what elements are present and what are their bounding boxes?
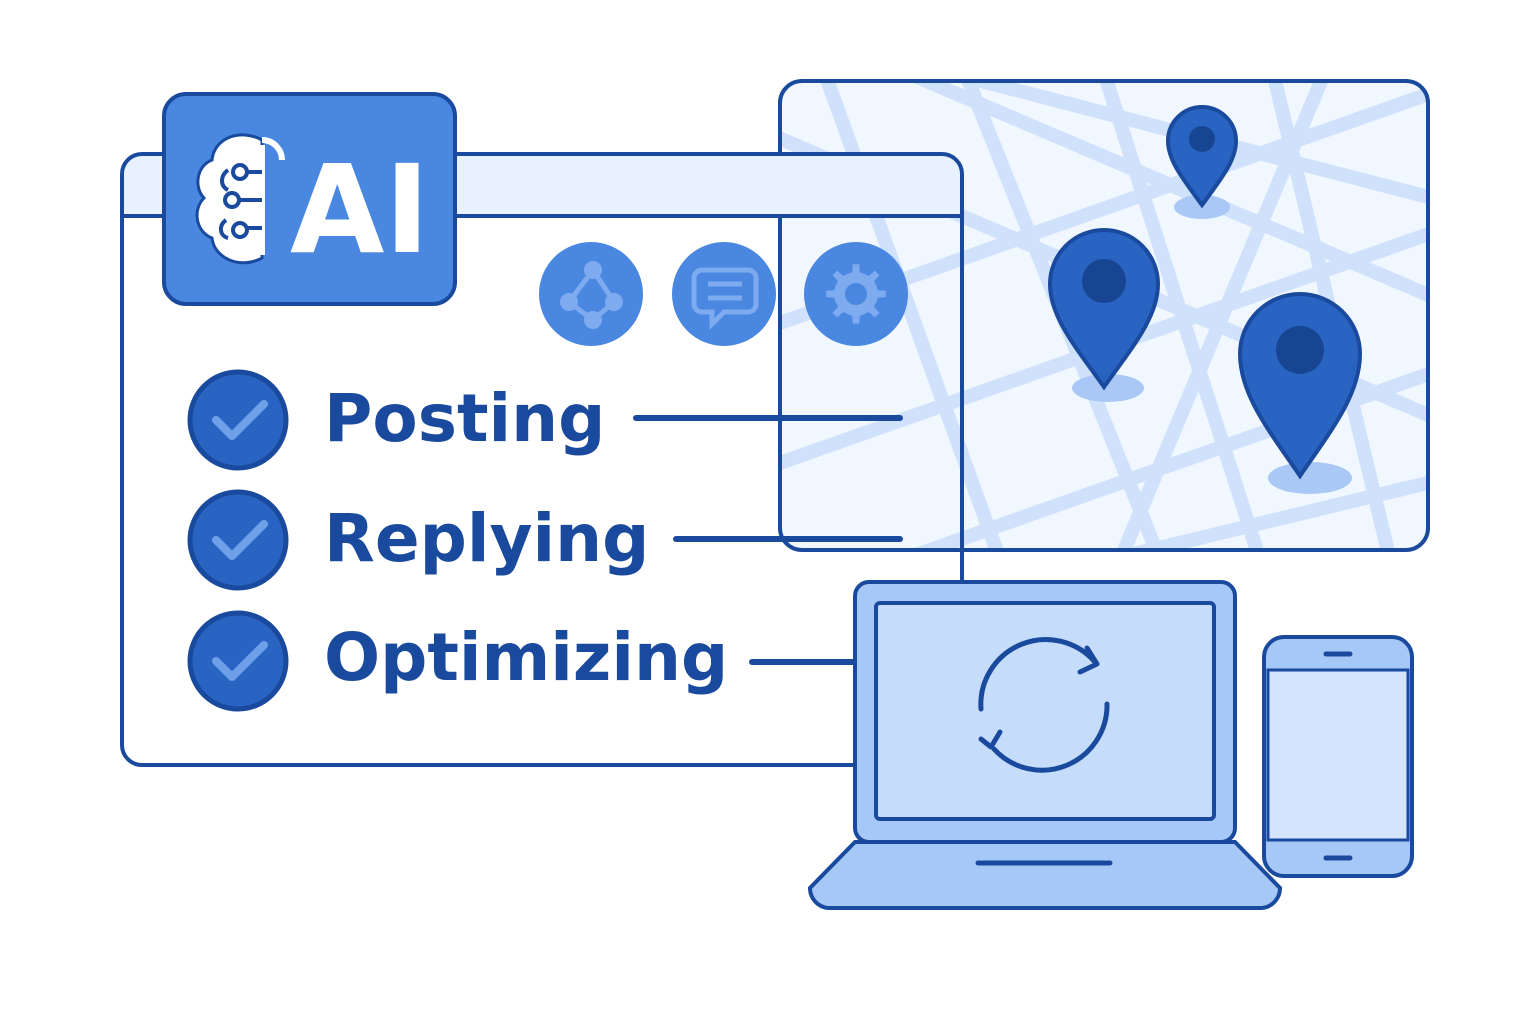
task-label: Posting (324, 380, 605, 457)
task-item: Optimizing (187, 610, 859, 712)
map-pin-icon[interactable] (1237, 292, 1363, 494)
chat-bubble-icon (691, 267, 759, 331)
gear-icon (826, 264, 886, 324)
settings-button[interactable] (804, 242, 908, 346)
chat-button[interactable] (672, 242, 776, 346)
gear-hole (845, 283, 867, 305)
sync-icon[interactable] (978, 637, 1110, 773)
laptop-base (807, 840, 1283, 910)
task-label: Replying (324, 500, 649, 577)
task-list: Posting Replying Optimizing (187, 369, 903, 712)
check-circle-icon (187, 369, 289, 471)
task-item: Posting (187, 369, 903, 471)
laptop[interactable] (807, 580, 1283, 910)
share-nodes-icon (560, 261, 623, 329)
check-circle-icon (187, 489, 289, 591)
smartphone[interactable] (1262, 635, 1414, 878)
task-label: Optimizing (324, 619, 728, 696)
phone-screen (1266, 668, 1410, 842)
laptop-screen (874, 601, 1216, 821)
map-pin-icon[interactable] (1165, 105, 1239, 219)
task-item: Replying (187, 489, 903, 591)
share-nodes-button[interactable] (539, 242, 643, 346)
check-circle-icon (187, 610, 289, 712)
map-pin-icon[interactable] (1047, 228, 1161, 402)
ai-badge-text: AI (290, 139, 430, 281)
brain-circuit-icon (195, 133, 285, 265)
ai-badge: AI (162, 92, 457, 306)
